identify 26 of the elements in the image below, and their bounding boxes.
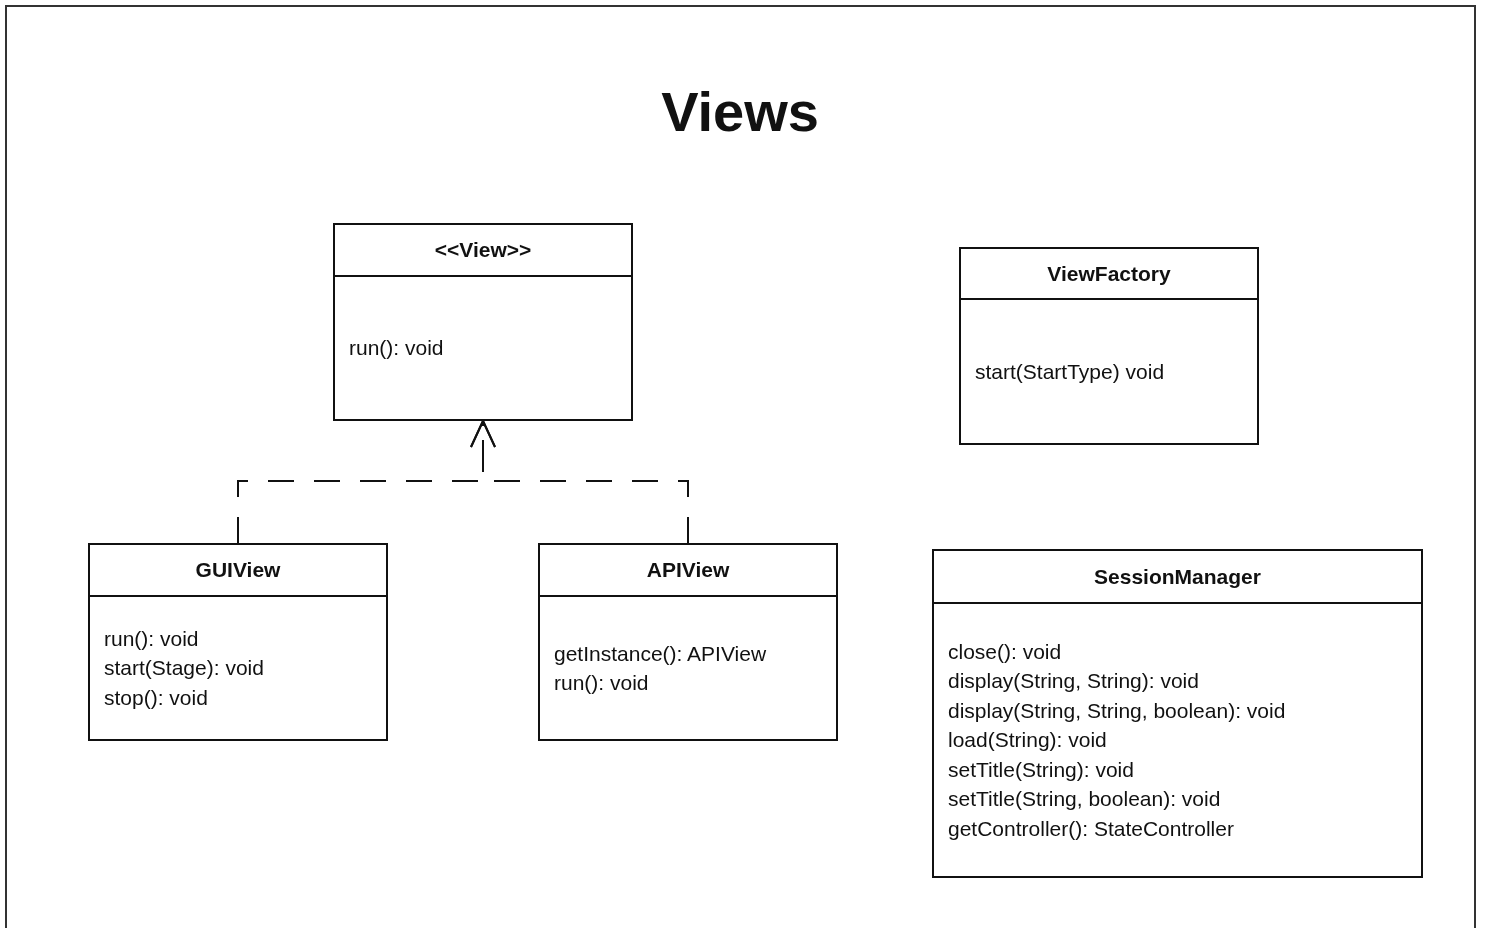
class-name: APIView <box>540 545 836 597</box>
method-signature: run(): void <box>554 670 649 696</box>
method-signature: stop(): void <box>104 684 208 711</box>
method-signature: setTitle(String): void <box>948 756 1134 783</box>
diagram-title: Views <box>660 79 820 145</box>
method-signature: run(): void <box>349 335 444 362</box>
method-signature: run(): void <box>104 625 199 652</box>
method-signature: start(StartType) void <box>975 358 1165 385</box>
class-name: GUIView <box>90 545 386 597</box>
method-signature: start(Stage): void <box>104 655 264 682</box>
class-box <box>333 223 633 421</box>
class-name: ViewFactory <box>961 249 1257 300</box>
method-signature: display(String, String, boolean): void <box>948 697 1286 724</box>
class-box <box>959 247 1259 445</box>
class-box <box>932 549 1423 878</box>
method-signature: display(String, String): void <box>948 668 1199 695</box>
class-box <box>88 543 388 741</box>
method-signature: load(String): void <box>948 727 1107 754</box>
method-signature: setTitle(String, boolean): void <box>948 786 1221 813</box>
method-signature: close(): void <box>948 638 1062 665</box>
method-signature: getInstance(): APIView <box>554 640 767 667</box>
class-name: SessionManager <box>934 551 1421 604</box>
method-signature: getController(): StateController <box>948 815 1234 842</box>
realization-arrow <box>470 420 689 544</box>
class-name: <<View>> <box>335 225 631 277</box>
class-box <box>538 543 838 741</box>
